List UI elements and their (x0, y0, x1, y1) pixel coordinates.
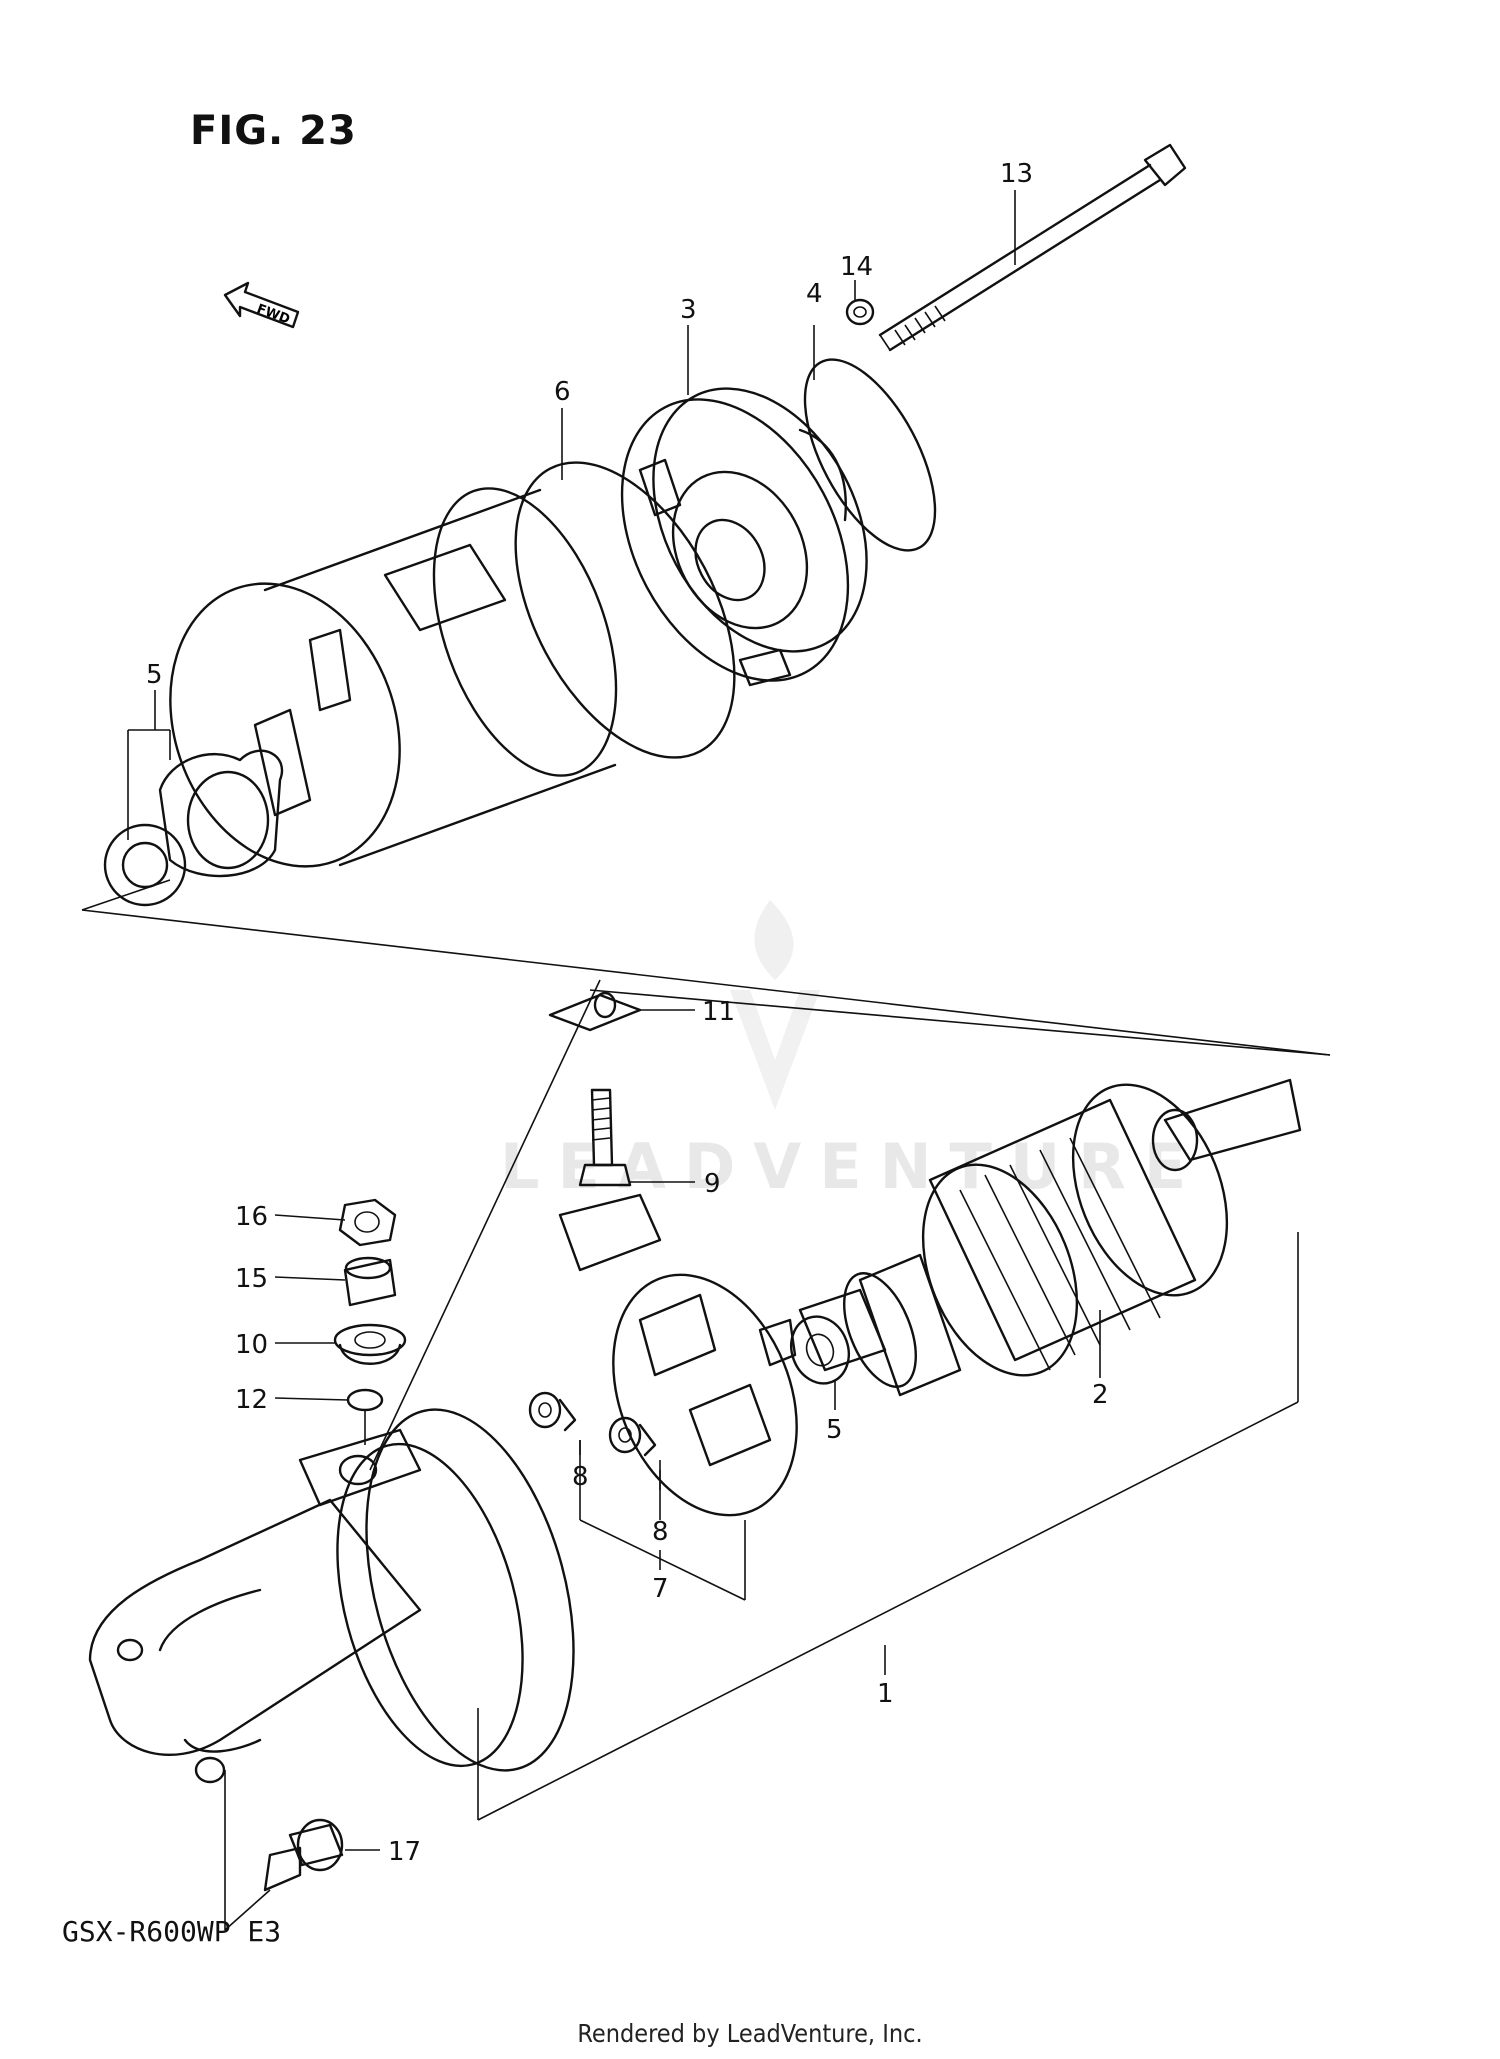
callout-12: 12 (235, 1385, 268, 1415)
part-ref-line (369, 979, 601, 1471)
callout-11: 11 (702, 997, 735, 1027)
part-2-armature (798, 1078, 1302, 1397)
callout-15: 15 (235, 1264, 268, 1294)
callout-14: 14 (840, 252, 873, 282)
callout-7: 7 (652, 1574, 669, 1604)
part-5-upper-thrust-washer (103, 729, 284, 907)
starter-yoke-housing (169, 487, 618, 868)
part-14-washer (845, 298, 875, 326)
part-8-brush-spring-left (528, 1391, 577, 1432)
callout-8-left: 8 (572, 1462, 589, 1492)
callout-labels: 13 14 4 3 6 5 11 9 16 15 10 12 2 5 8 8 7… (146, 159, 1109, 1867)
callout-6: 6 (554, 377, 571, 407)
part-5-lower-thrust-washer (790, 1315, 850, 1385)
callout-9: 9 (704, 1169, 721, 1199)
callout-10: 10 (235, 1330, 268, 1360)
callout-5-lower: 5 (826, 1415, 843, 1445)
forward-arrow-icon: FWD (223, 281, 300, 329)
callout-16: 16 (235, 1202, 268, 1232)
callout-17: 17 (388, 1837, 421, 1867)
assembly-frame (81, 879, 1331, 1821)
callout-8-right: 8 (652, 1517, 669, 1547)
callout-1: 1 (877, 1679, 894, 1709)
leader-lines (154, 190, 1101, 1851)
callout-13: 13 (1000, 159, 1033, 189)
part-16-nut (338, 1198, 397, 1247)
part-17-screw (224, 1770, 344, 1931)
model-code: GSX-R600WP E3 (62, 1915, 282, 1948)
part-11-terminal-plate (548, 991, 642, 1032)
part-7-brush-holder (612, 1273, 798, 1517)
part-1-front-housing (88, 1408, 575, 1784)
part-3-end-cover (620, 387, 868, 687)
watermark-logo (730, 900, 820, 1110)
part-9-terminal-bolt (558, 1088, 662, 1272)
part-8-brush-spring-right (608, 1416, 657, 1457)
callout-2: 2 (1092, 1380, 1109, 1410)
part-15-nut (343, 1256, 397, 1307)
part-6-o-ring (514, 461, 736, 759)
render-credit-footer: Rendered by LeadVenture, Inc. (577, 2019, 923, 2048)
callout-4: 4 (806, 279, 823, 309)
part-12-o-ring (346, 1388, 384, 1412)
figure-title: FIG. 23 (190, 108, 357, 154)
callout-5-upper: 5 (146, 660, 163, 690)
part-10-insulator (333, 1323, 407, 1365)
part-4-o-ring (803, 358, 937, 552)
callout-3: 3 (680, 295, 697, 325)
